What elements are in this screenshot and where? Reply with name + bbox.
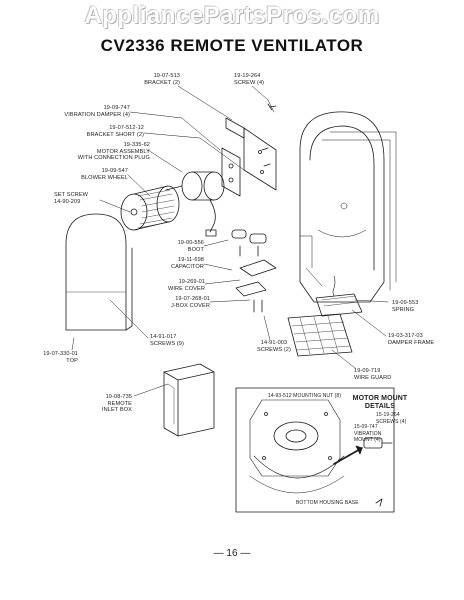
label-remote-inlet-box: 19-08-735 REMOTE INLET BOX — [101, 394, 132, 414]
label-motor-mount-details: MOTOR MOUNT DETAILS — [352, 395, 408, 410]
label-detail-screws: 15-19-264 SCREWS (4) — [376, 412, 407, 425]
label-jbox-cover: 19-07-268-01 J-BOX COVER — [170, 296, 210, 309]
remote-inlet-box-part — [163, 363, 215, 437]
housing-part — [299, 111, 397, 303]
label-bottom-housing-base: BOTTOM HOUSING BASE — [296, 500, 359, 506]
boot-capacitor-part — [231, 229, 267, 257]
short-bracket-part — [221, 147, 241, 197]
label-boot: 19-00-556 BOOT — [177, 240, 204, 253]
label-bracket: 19-07-513 BRACKET (2) — [144, 73, 180, 86]
label-wire-cover: 19-269-01 WIRE COVER — [167, 279, 205, 292]
label-mounting-nut: 14-93-512 MOUNTING NUT (8) — [268, 393, 342, 399]
label-motor-assembly: 19-335-62 MOTOR ASSEMBLY WITH CONNECTION… — [77, 142, 150, 162]
damper-frame-part — [315, 275, 363, 317]
leader-lines — [71, 85, 389, 397]
top-cover-part — [65, 213, 133, 331]
label-detail-vibration-mount: 15-09-747 VIBRATION MOUNT (4) — [354, 424, 382, 444]
motor-mount-detail — [235, 387, 395, 513]
motor-assembly-part — [165, 171, 225, 237]
label-damper-frame: 19-03-317-03 DAMPER FRAME — [388, 333, 435, 346]
label-blower-wheel: 19-09-547 BLOWER WHEEL — [81, 168, 128, 181]
label-screws-2: 14-91-003 SCREWS (2) — [257, 340, 291, 353]
bracket-part — [225, 103, 277, 191]
label-top: 19-07-330-01 TOP — [43, 351, 78, 364]
wire-cover-part — [235, 259, 277, 313]
label-set-screw: SET SCREW 14-90-209 — [54, 192, 89, 205]
page-number: — 16 — — [213, 548, 251, 559]
label-spring: 19-09-553 SPRING — [392, 300, 419, 313]
label-capacitor: 19-11-698 CAPACITOR — [170, 257, 204, 270]
label-screw-4: 19-19-264 SCREW (4) — [234, 73, 265, 86]
watermark: AppliancePartsPros.com — [84, 2, 380, 29]
label-screws-9: 14-91-017 SCREWS (9) — [150, 334, 184, 347]
wire-guard-part — [287, 313, 353, 357]
label-vibration-damper: 19-09-747 VIBRATION DAMPER (4) — [64, 105, 130, 118]
blower-wheel-part — [120, 185, 180, 231]
label-bracket-short: 19-07-512-12 BRACKET SHORT (2) — [86, 125, 144, 138]
diagram-title: CV2336 REMOTE VENTILATOR — [100, 36, 364, 55]
label-wire-guard: 19-09-719 WIRE GUARD — [354, 368, 392, 381]
